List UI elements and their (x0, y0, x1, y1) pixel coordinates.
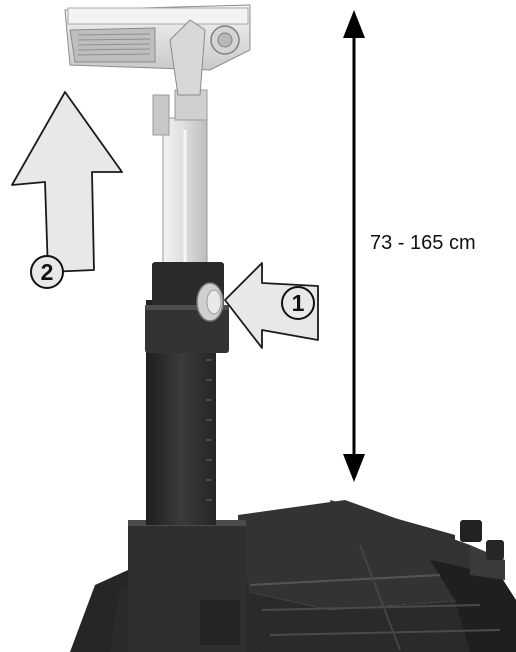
lift-arrow-2 (11, 91, 123, 273)
step-number-2: 2 (41, 259, 54, 285)
step-number-1: 1 (292, 290, 305, 316)
height-range-label: 73 - 165 cm (370, 232, 476, 254)
telescopic-pole (152, 89, 208, 269)
step-badge-2: 2 (30, 255, 64, 289)
clamp-knob (196, 282, 224, 322)
step-badge-1: 1 (281, 286, 315, 320)
push-arrow-1 (224, 262, 319, 349)
height-dimension-line (343, 10, 365, 482)
device-head (64, 4, 251, 96)
